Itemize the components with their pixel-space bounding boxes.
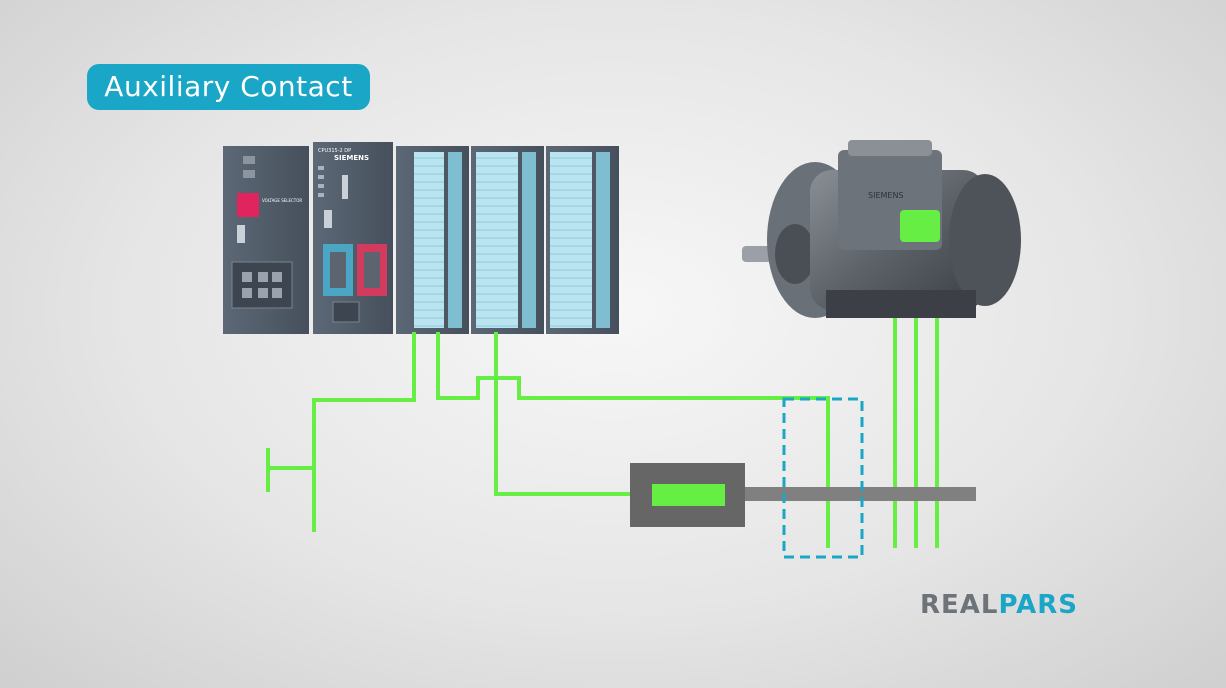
auxiliary-contact-box bbox=[782, 397, 864, 559]
title-badge: Auxiliary Contact bbox=[87, 64, 370, 110]
io-terminal-lines bbox=[414, 157, 592, 327]
motor-base bbox=[826, 290, 976, 318]
io-module-2 bbox=[471, 146, 544, 334]
motor: SIEMENS bbox=[742, 140, 1021, 318]
brand-part-real: REAL bbox=[920, 590, 999, 620]
motor-brand: SIEMENS bbox=[868, 191, 904, 200]
brand-part-pars: PARS bbox=[998, 590, 1079, 620]
motor-indicator bbox=[900, 210, 940, 242]
plc-rack: VOLTAGE SELECTOR CPU315-2 DP SIEMENS bbox=[223, 142, 619, 334]
cpu-module: CPU315-2 DP SIEMENS bbox=[313, 142, 393, 334]
contactor-bar bbox=[744, 487, 976, 501]
psu-selector-switch bbox=[237, 193, 259, 217]
brand-logo: REALPARS bbox=[920, 590, 1078, 626]
psu-module: VOLTAGE SELECTOR bbox=[223, 146, 309, 334]
io-module-3 bbox=[546, 146, 619, 334]
wire-input-1 bbox=[312, 332, 416, 532]
io-module-1 bbox=[396, 146, 469, 334]
wire-auxiliary-contact bbox=[436, 332, 830, 548]
motor-rear-fan-cover bbox=[949, 174, 1021, 306]
psu-label: VOLTAGE SELECTOR bbox=[262, 198, 302, 203]
wiring bbox=[266, 318, 939, 548]
cpu-label: CPU315-2 DP bbox=[318, 148, 351, 154]
cpu-brand: SIEMENS bbox=[334, 154, 369, 162]
wire-output-coil bbox=[494, 332, 632, 496]
contactor-relay bbox=[630, 463, 745, 527]
relay-coil bbox=[652, 484, 725, 506]
